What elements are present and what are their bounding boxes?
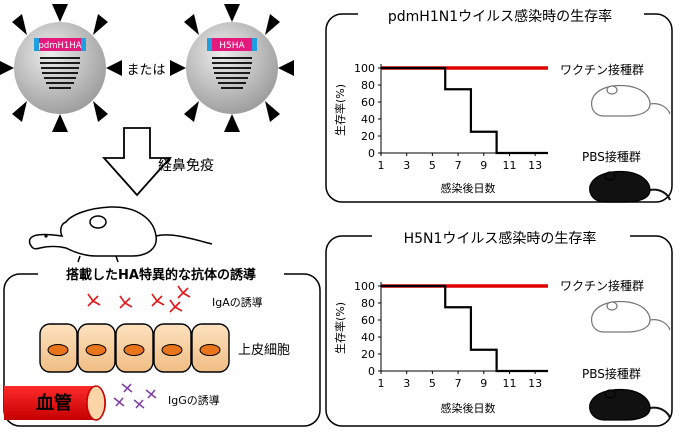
mouse-white-icon — [591, 300, 671, 333]
x-tick-label: 1 — [378, 377, 385, 390]
or-connector: または — [126, 63, 165, 78]
series-line-pbs — [381, 66, 548, 155]
igg-label: IgGの誘導 — [168, 393, 220, 407]
epithelial-cells — [39, 323, 230, 373]
ha-gene-bar — [212, 38, 252, 51]
gene-segments — [212, 57, 252, 89]
x-axis-label: 感染後日数 — [441, 181, 496, 195]
virus-spikes — [170, 4, 294, 132]
survival-panel-2: H5N1ウイルス感染時の生存率 生存率(%) 感染後日数 ワクチン接種群 PBS… — [325, 227, 673, 427]
y-tick-label: 40 — [361, 113, 375, 126]
gene-segments — [40, 57, 80, 89]
virus-right-label: H5HA — [219, 41, 245, 51]
mouse-icon — [28, 206, 213, 263]
legend-vaccine: ワクチン接種群 — [560, 278, 644, 293]
y-tick-label: 40 — [361, 331, 375, 344]
x-tick-label: 13 — [528, 377, 542, 390]
x-tick-label: 5 — [429, 159, 436, 172]
x-tick-label: 11 — [502, 377, 516, 390]
mouse-eye — [44, 234, 48, 238]
chart-title: H5N1ウイルス感染時の生存率 — [404, 230, 597, 247]
y-tick-label: 0 — [368, 147, 375, 160]
x-tick-label: 1 — [378, 159, 385, 172]
vessel-label: 血管 — [36, 392, 72, 414]
y-tick-label: 100 — [354, 280, 375, 293]
x-tick-label: 9 — [480, 159, 487, 172]
x-tick-label: 11 — [502, 159, 516, 172]
epithelium-label: 上皮細胞 — [238, 343, 290, 358]
x-tick-label: 7 — [455, 159, 462, 172]
x-tick-label: 3 — [403, 377, 410, 390]
y-tick-label: 100 — [354, 62, 375, 75]
series-line-pbs — [381, 284, 548, 373]
y-tick-label: 20 — [361, 130, 375, 143]
y-tick-label: 0 — [368, 365, 375, 378]
y-tick-label: 80 — [361, 297, 375, 310]
iga-antibodies — [87, 285, 191, 313]
virus-right: H5HA — [170, 4, 294, 132]
y-tick-label: 20 — [361, 348, 375, 361]
down-arrow — [101, 127, 173, 197]
virus-spikes — [0, 4, 122, 132]
legend-vaccine: ワクチン接種群 — [560, 62, 644, 77]
y-axis-label: 生存率(%) — [333, 84, 347, 136]
antibody-panel-title: 搭載したHA特異的な抗体の誘導 — [66, 267, 256, 283]
survival-panel-1: pdmH1N1ウイルス感染時の生存率 生存率(%) 感染後日数 ワクチン接種群 … — [325, 5, 673, 203]
y-axis-label: 生存率(%) — [333, 302, 347, 354]
mouse-black-icon — [589, 170, 671, 203]
x-tick-label: 3 — [403, 159, 410, 172]
immunization-label-text: 経鼻免疫 — [158, 157, 214, 174]
x-tick-label: 13 — [528, 159, 542, 172]
virus-left-label: pdmH1HA — [38, 41, 81, 51]
y-tick-label: 60 — [361, 96, 375, 109]
ha-gene-bar — [38, 38, 82, 51]
blood-vessel — [4, 385, 106, 421]
virus-left: pdmH1HA — [0, 4, 122, 132]
mouse-white-icon — [591, 84, 671, 117]
legend-pbs: PBS接種群 — [582, 149, 641, 164]
x-tick-label: 9 — [480, 377, 487, 390]
mouse-black-icon — [589, 388, 671, 421]
y-tick-label: 60 — [361, 314, 375, 327]
legend-pbs: PBS接種群 — [582, 366, 641, 381]
iga-label: IgAの誘導 — [212, 295, 263, 309]
igg-antibodies — [113, 383, 157, 409]
x-tick-label: 7 — [455, 377, 462, 390]
x-tick-label: 5 — [429, 377, 436, 390]
x-axis-label: 感染後日数 — [441, 401, 496, 415]
y-tick-label: 80 — [361, 79, 375, 92]
chart-title: pdmH1N1ウイルス感染時の生存率 — [388, 8, 612, 25]
